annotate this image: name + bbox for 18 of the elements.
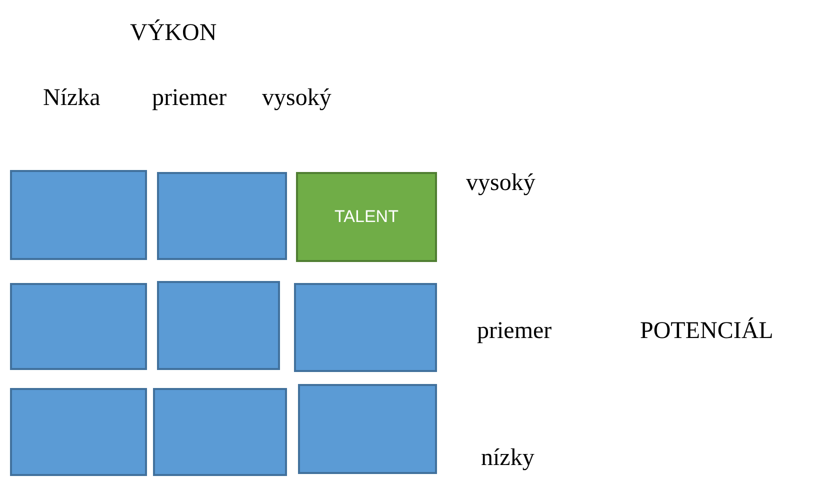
row-label: vysoký	[466, 170, 536, 197]
column-label: vysoký	[262, 85, 332, 112]
row-label: priemer	[477, 318, 552, 345]
grid-box	[10, 388, 147, 476]
grid-box	[298, 384, 437, 474]
grid-box	[157, 281, 280, 370]
grid-box	[153, 388, 287, 476]
box-label: TALENT	[334, 207, 398, 227]
grid-box	[157, 172, 287, 260]
grid-box	[294, 283, 437, 372]
row-label: nízky	[481, 445, 534, 472]
axis-title: POTENCIÁL	[640, 318, 774, 345]
grid-box	[10, 283, 147, 370]
grid-box	[10, 170, 147, 260]
column-label: priemer	[152, 85, 227, 112]
axis-title: VÝKON	[130, 20, 217, 47]
talent-box	[296, 172, 437, 262]
column-label: Nízka	[43, 85, 100, 112]
